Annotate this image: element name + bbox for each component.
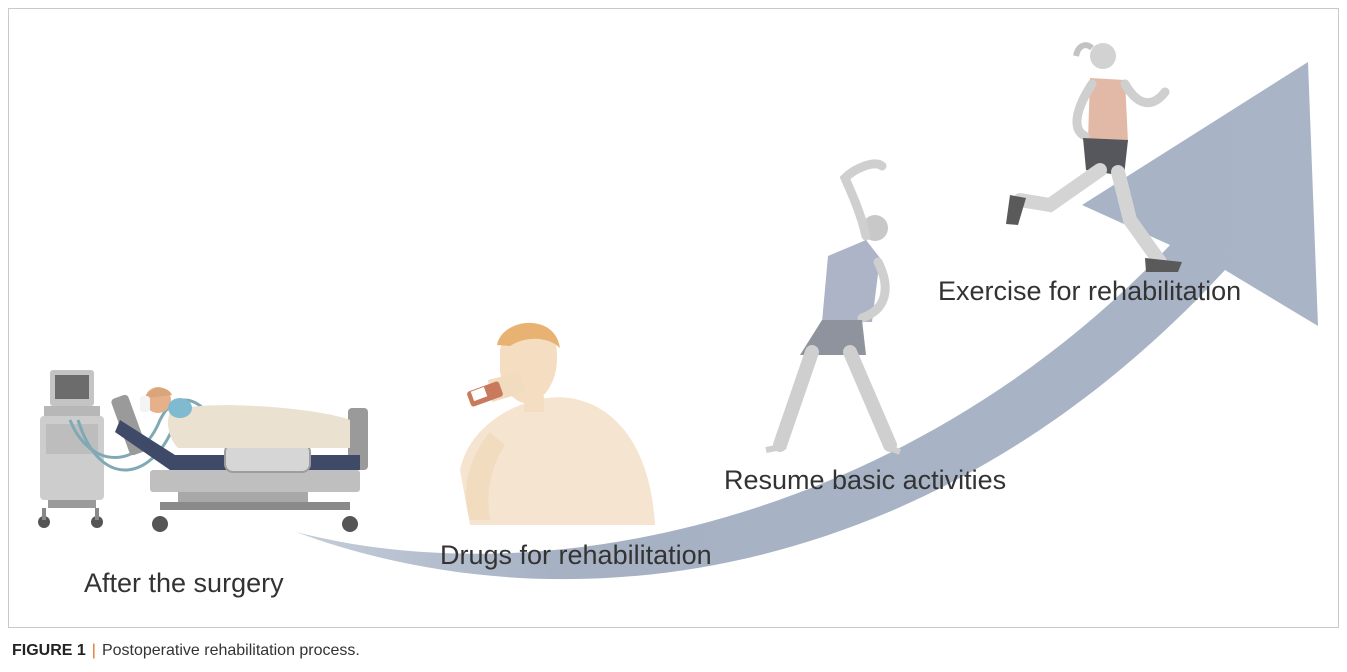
man-stretching-icon bbox=[765, 159, 902, 455]
stage-label-drugs: Drugs for rehabilitation bbox=[440, 540, 712, 570]
caption-separator: | bbox=[91, 642, 96, 659]
progress-arrow bbox=[296, 62, 1318, 580]
figure-frame bbox=[8, 8, 1339, 628]
stage-label-exercise: Exercise for rehabilitation bbox=[938, 276, 1242, 306]
stage-label-after-surgery: After the surgery bbox=[84, 568, 284, 598]
figure-caption: FIGURE 1 | Postoperative rehabilitation pr… bbox=[12, 642, 360, 660]
patient-ventilator-icon bbox=[38, 370, 368, 532]
woman-running-icon bbox=[1006, 42, 1182, 272]
stage-label-basic-activities: Resume basic activities bbox=[724, 465, 1007, 495]
man-taking-medicine-icon bbox=[460, 322, 655, 525]
figure-number: FIGURE 1 bbox=[12, 642, 86, 659]
caption-text: Postoperative rehabilitation process. bbox=[101, 642, 360, 659]
